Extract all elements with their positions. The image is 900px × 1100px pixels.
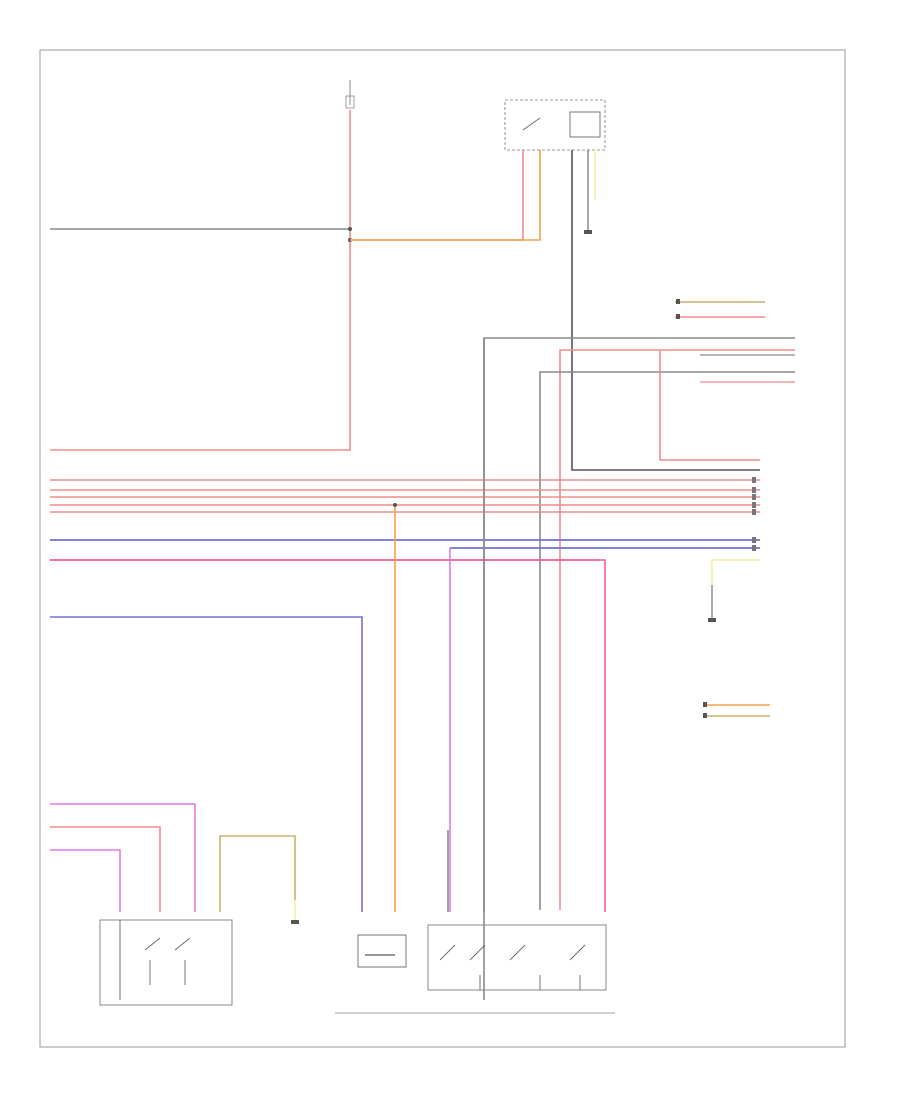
top-fuse <box>345 80 355 109</box>
bus-lines <box>50 479 760 561</box>
diagram-border <box>39 49 846 1048</box>
gear-switch-box <box>427 924 607 991</box>
clutch-switch <box>504 99 606 234</box>
bus-terminals <box>752 477 756 551</box>
start-stop-button <box>99 919 233 1006</box>
right-connector <box>675 299 765 319</box>
start-stop-button-wiring <box>50 803 299 924</box>
right-box-2 <box>703 702 770 718</box>
switch-box <box>357 934 407 968</box>
